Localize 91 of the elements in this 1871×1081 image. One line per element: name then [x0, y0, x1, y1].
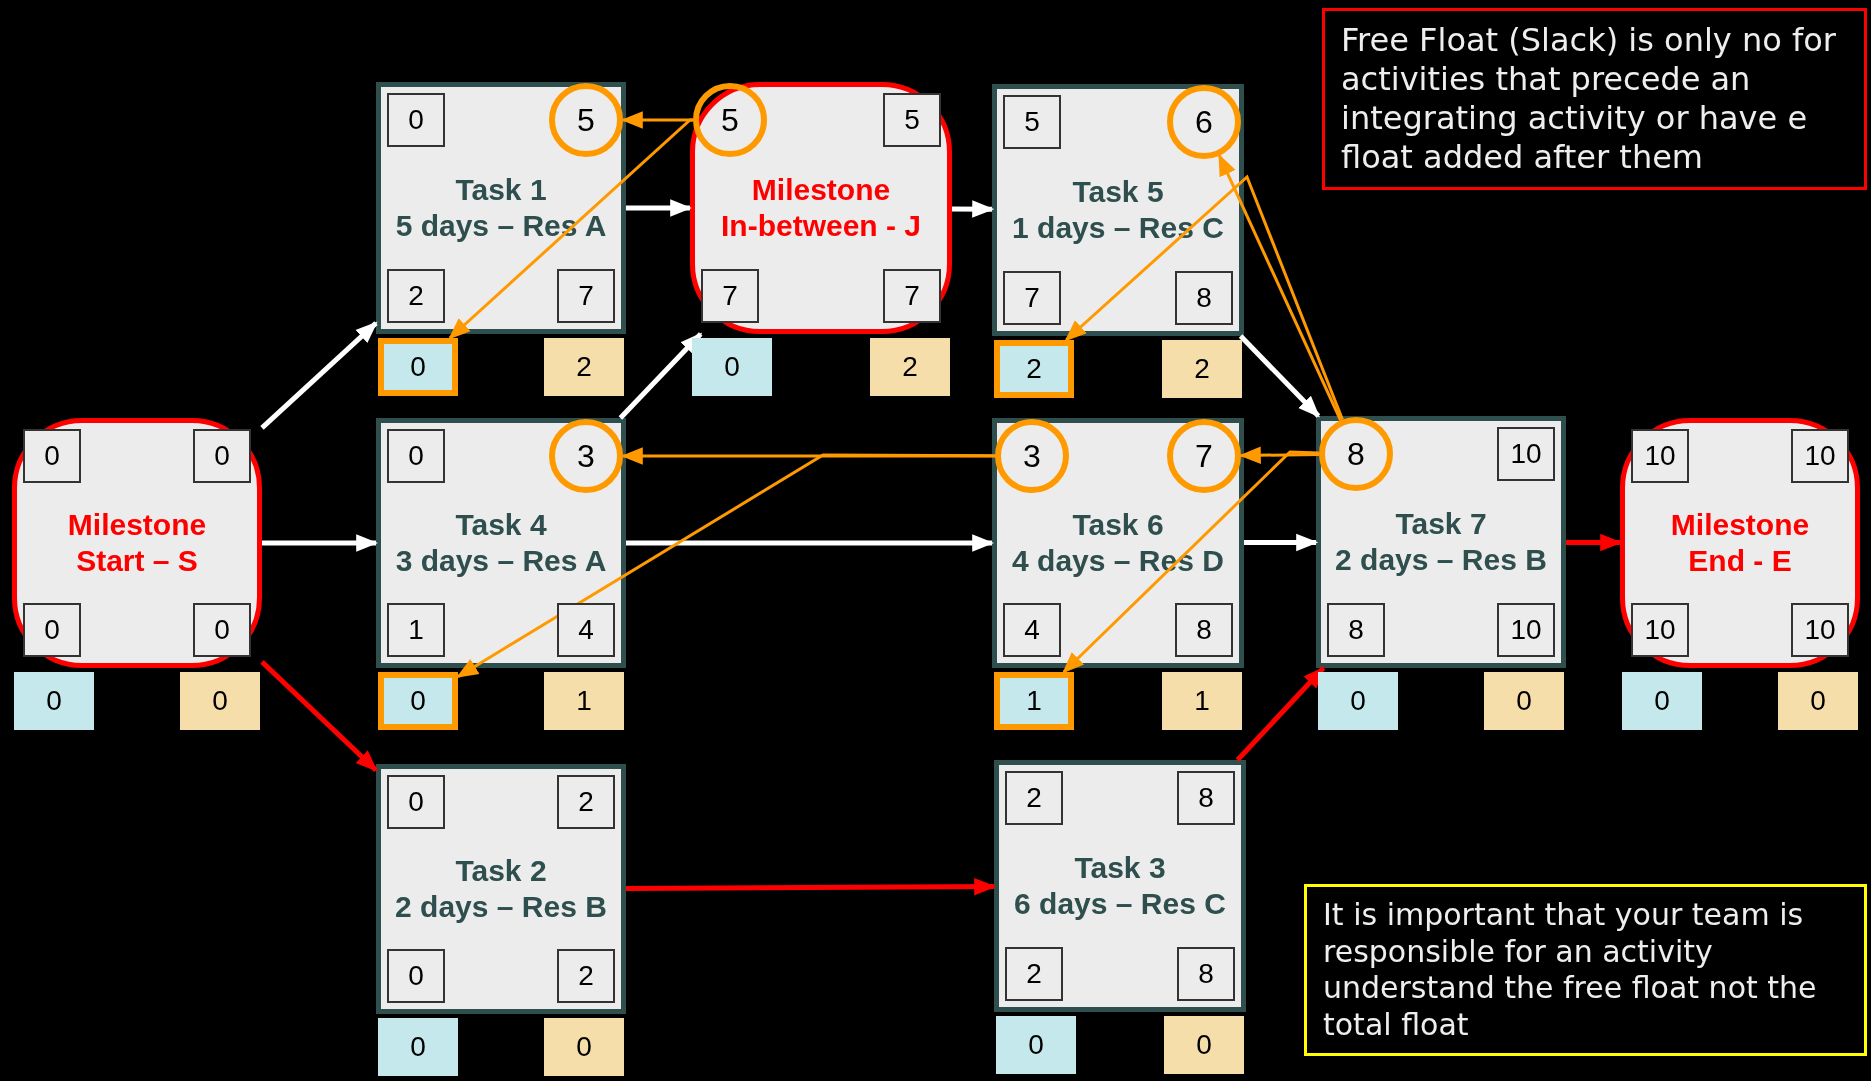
float-box: 1	[1162, 672, 1242, 730]
number-box: 2	[557, 949, 615, 1003]
milestone-box	[12, 418, 262, 668]
number-box: 2	[387, 269, 445, 323]
float-box: 0	[1164, 1016, 1244, 1074]
circled-number: 5	[693, 83, 767, 157]
float-box: 2	[994, 340, 1074, 398]
number-box: 10	[1497, 427, 1555, 481]
number-box: 8	[1175, 271, 1233, 325]
number-box: 2	[557, 775, 615, 829]
float-box: 2	[544, 338, 624, 396]
number-box: 2	[1005, 947, 1063, 1001]
circled-number: 5	[549, 83, 623, 157]
number-box: 0	[387, 775, 445, 829]
arrow	[448, 118, 694, 340]
float-box: 0	[378, 338, 458, 396]
number-box: 10	[1631, 429, 1689, 483]
arrow	[1218, 153, 1342, 421]
arrow	[626, 877, 997, 896]
number-box: 10	[1497, 603, 1555, 657]
arrow	[260, 660, 378, 772]
task-box	[376, 764, 626, 1014]
number-box: 8	[1177, 947, 1235, 1001]
number-box: 0	[23, 429, 81, 483]
arrow	[618, 332, 703, 420]
note-box: It is important that your team is responsible for an activity understand the free float not the total float	[1304, 884, 1867, 1057]
task-box	[376, 418, 626, 668]
float-box: 0	[180, 672, 260, 730]
number-box: 4	[1003, 603, 1061, 657]
number-box: 0	[193, 429, 251, 483]
number-box: 0	[193, 603, 251, 657]
circled-number: 3	[549, 419, 623, 493]
milestone-box	[1620, 418, 1860, 668]
task-box	[994, 760, 1246, 1012]
number-box: 10	[1791, 603, 1849, 657]
arrow	[952, 200, 995, 218]
float-box: 0	[1622, 672, 1702, 730]
arrow	[1064, 174, 1344, 421]
number-box: 8	[1327, 603, 1385, 657]
number-box: 10	[1631, 603, 1689, 657]
number-box: 7	[557, 269, 615, 323]
task-box	[376, 82, 626, 334]
arrow	[260, 321, 378, 430]
circled-number: 8	[1319, 417, 1393, 491]
arrow	[456, 453, 995, 678]
number-box: 10	[1791, 429, 1849, 483]
circled-number: 7	[1167, 419, 1241, 493]
arrow	[1238, 334, 1321, 418]
float-box: 0	[544, 1018, 624, 1076]
circled-number: 3	[995, 419, 1069, 493]
float-box: 0	[14, 672, 94, 730]
number-box: 8	[1177, 771, 1235, 825]
note-box: Free Float (Slack) is only no for activities that precede an integrating activity or have e float added after them	[1322, 8, 1867, 191]
number-box: 0	[387, 949, 445, 1003]
arrow	[626, 534, 995, 552]
number-box: 7	[701, 269, 759, 323]
number-box: 4	[557, 603, 615, 657]
task-box	[1316, 416, 1566, 668]
arrow	[1566, 533, 1623, 552]
number-box: 0	[387, 93, 445, 147]
float-box: 0	[1318, 672, 1398, 730]
number-box: 1	[387, 603, 445, 657]
task-box	[992, 84, 1244, 336]
milestone-box	[690, 82, 952, 334]
float-box: 2	[870, 338, 950, 396]
number-box: 5	[883, 93, 941, 147]
number-box: 8	[1175, 603, 1233, 657]
float-box: 1	[544, 672, 624, 730]
float-box: 0	[692, 338, 772, 396]
number-box: 7	[1003, 271, 1061, 325]
float-box: 2	[1162, 340, 1242, 398]
arrow	[1062, 450, 1320, 674]
arrow	[620, 447, 995, 465]
float-box: 1	[994, 672, 1074, 730]
circled-number: 6	[1167, 85, 1241, 159]
float-box: 0	[378, 1018, 458, 1076]
number-box: 0	[23, 603, 81, 657]
number-box: 0	[387, 429, 445, 483]
float-box: 0	[378, 672, 458, 730]
task-box	[992, 418, 1244, 668]
float-box: 0	[996, 1016, 1076, 1074]
arrow	[1238, 446, 1319, 465]
number-box: 5	[1003, 95, 1061, 149]
arrow	[1235, 666, 1326, 762]
number-box: 2	[1005, 771, 1063, 825]
arrow	[262, 534, 379, 552]
float-box: 0	[1484, 672, 1564, 730]
arrow	[626, 199, 693, 217]
float-box: 0	[1778, 672, 1858, 730]
number-box: 7	[883, 269, 941, 323]
arrow	[1244, 533, 1319, 552]
